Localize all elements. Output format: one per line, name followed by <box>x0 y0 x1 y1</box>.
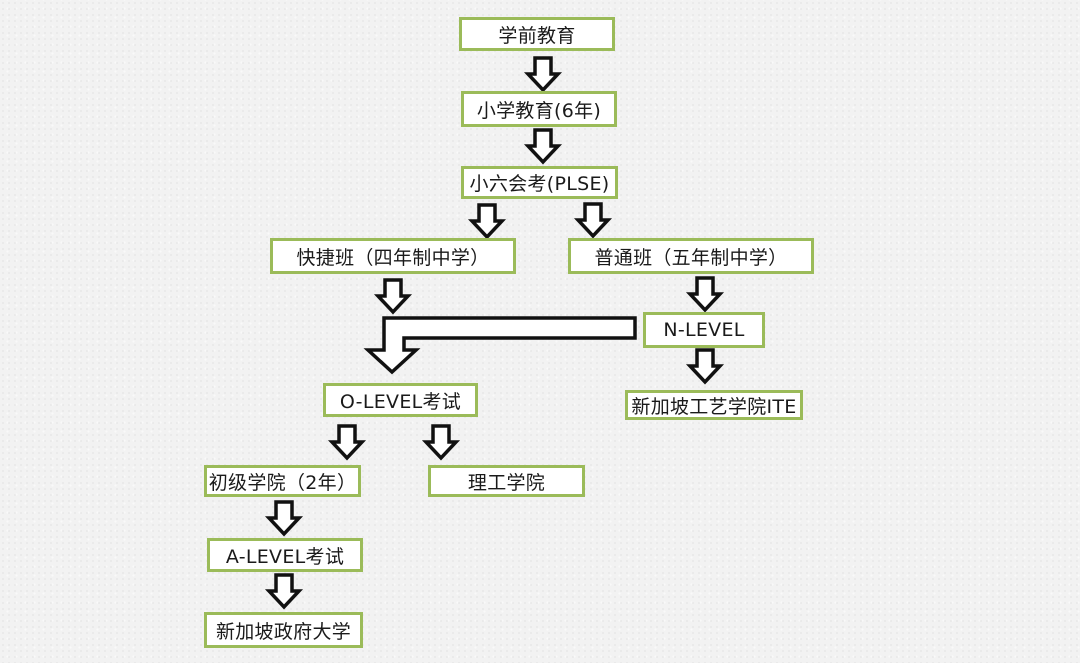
arrow-olevel-to-poly <box>421 424 461 461</box>
node-junior-college-label: 初级学院（2年） <box>208 471 357 494</box>
node-ite-label: 新加坡工艺学院ITE <box>631 395 797 418</box>
arrow-psle-to-express <box>467 203 507 240</box>
node-express-label: 快捷班（四年制中学） <box>296 246 490 269</box>
node-primary: 小学教育(6年) <box>461 91 617 127</box>
arrow-nlevel-to-ite <box>685 348 725 385</box>
arrow-olevel-to-jc <box>327 424 367 461</box>
arrow-normal-to-nlevel <box>685 276 725 313</box>
node-express: 快捷班（四年制中学） <box>270 238 516 274</box>
node-psle-label: 小六会考(PLSE) <box>469 173 610 195</box>
node-n-level-label: N-LEVEL <box>663 319 745 341</box>
arrow-jc-to-alevel <box>264 500 304 537</box>
arrow-nlevel-to-olevel <box>363 316 637 375</box>
node-o-level-label: O-LEVEL考试 <box>339 390 462 413</box>
node-university-label: 新加坡政府大学 <box>215 620 352 643</box>
node-a-level-label: A-LEVEL考试 <box>225 545 345 568</box>
node-n-level: N-LEVEL <box>643 312 765 348</box>
arrow-alevel-to-university <box>264 573 304 610</box>
node-psle: 小六会考(PLSE) <box>461 166 618 199</box>
arrow-preschool-to-primary <box>523 56 563 93</box>
node-university: 新加坡政府大学 <box>204 612 363 648</box>
node-preschool: 学前教育 <box>459 17 615 51</box>
node-normal-label: 普通班（五年制中学） <box>594 246 788 269</box>
arrow-express-down <box>373 278 413 315</box>
node-polytechnic: 理工学院 <box>428 465 585 497</box>
node-o-level: O-LEVEL考试 <box>323 383 478 417</box>
node-primary-label: 小学教育(6年) <box>476 99 602 122</box>
arrow-primary-to-psle <box>523 128 563 165</box>
arrow-psle-to-normal <box>573 202 613 239</box>
node-preschool-label: 学前教育 <box>498 24 576 47</box>
node-normal: 普通班（五年制中学） <box>568 238 814 274</box>
node-junior-college: 初级学院（2年） <box>204 465 361 497</box>
node-polytechnic-label: 理工学院 <box>467 471 546 494</box>
node-a-level: A-LEVEL考试 <box>207 538 363 572</box>
node-ite: 新加坡工艺学院ITE <box>625 390 803 420</box>
